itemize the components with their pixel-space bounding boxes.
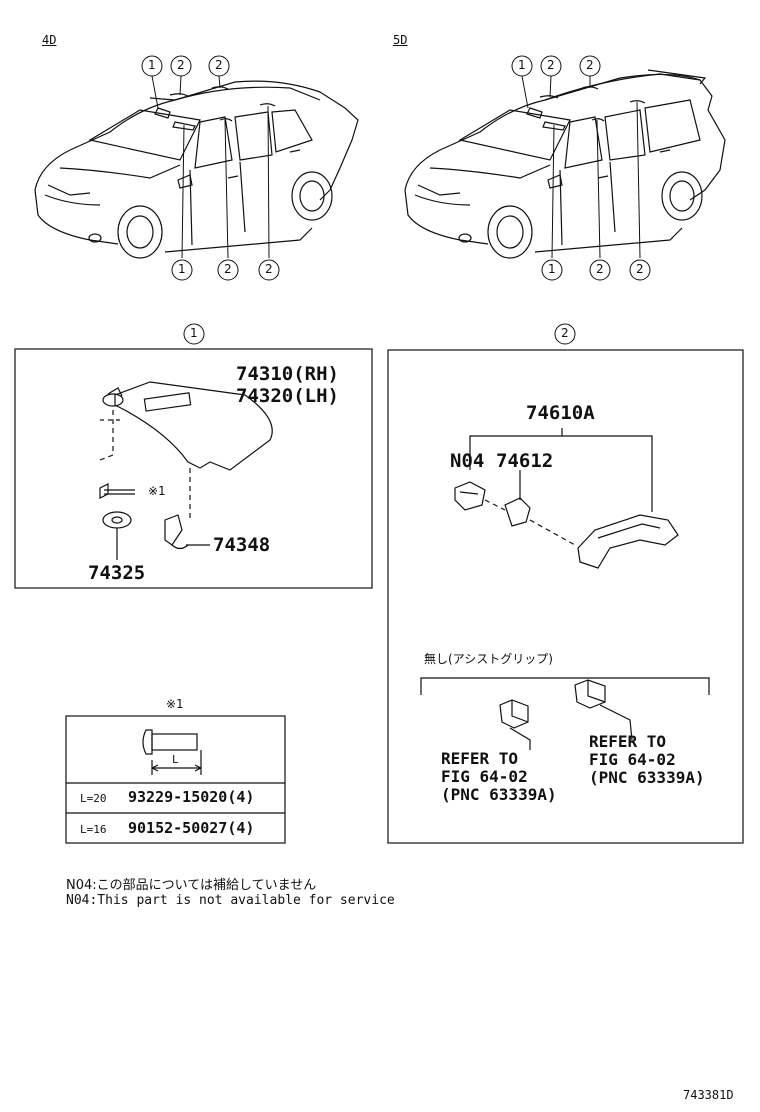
part-number-74310-rh: 74310(RH) bbox=[236, 363, 339, 385]
screw-length-l16: L=16 bbox=[80, 823, 107, 836]
callout-1: 1 bbox=[518, 58, 526, 72]
callout-2: 2 bbox=[224, 262, 232, 276]
sun-visor-illustration bbox=[99, 381, 273, 560]
figure-code: 743381D bbox=[683, 1088, 734, 1102]
refer-line: REFER TO bbox=[441, 749, 519, 768]
screw-reference-mark: ※1 bbox=[148, 484, 166, 498]
part-number-74348: 74348 bbox=[213, 534, 271, 556]
wagon-leader-lines bbox=[521, 75, 641, 259]
part-number-90152-50027: 90152-50027(4) bbox=[128, 819, 255, 837]
refer-line: FIG 64-02 bbox=[441, 767, 528, 786]
callout-1: 1 bbox=[548, 262, 556, 276]
part-number-74612: 74612 bbox=[496, 450, 554, 472]
assist-grip-panel bbox=[387, 349, 744, 844]
refer-line: FIG 64-02 bbox=[589, 750, 676, 769]
footnote-japanese: N04:この部品については補給していません bbox=[66, 878, 317, 893]
footnote-english: N04:This part is not available for servi… bbox=[66, 893, 395, 908]
panel-2-callout: 2 bbox=[561, 326, 569, 340]
refer-note-right: REFER TO FIG 64-02 (PNC 63339A) bbox=[589, 733, 705, 787]
part-number-74325: 74325 bbox=[88, 562, 146, 584]
refer-line: (PNC 63339A) bbox=[589, 768, 705, 787]
refer-line: (PNC 63339A) bbox=[441, 785, 557, 804]
assist-grip-illustration bbox=[420, 428, 710, 750]
part-number-93229-15020: 93229-15020(4) bbox=[128, 788, 255, 806]
callout-1: 1 bbox=[148, 58, 156, 72]
callout-2: 2 bbox=[177, 58, 185, 72]
without-assist-grip-label: 無し(アシストグリップ) bbox=[424, 652, 553, 666]
sedan-car-illustration bbox=[34, 80, 359, 259]
callout-2: 2 bbox=[586, 58, 594, 72]
callout-circles bbox=[141, 55, 651, 345]
wagon-car-illustration bbox=[404, 69, 726, 259]
screw-table-frame bbox=[65, 715, 286, 844]
note-code-n04: N04 bbox=[450, 450, 485, 472]
refer-line: REFER TO bbox=[589, 732, 667, 751]
part-number-74610a: 74610A bbox=[526, 402, 595, 424]
panel-1-callout: 1 bbox=[190, 326, 198, 340]
sun-visor-panel bbox=[14, 348, 373, 589]
callout-2: 2 bbox=[636, 262, 644, 276]
callout-2: 2 bbox=[215, 58, 223, 72]
refer-note-left: REFER TO FIG 64-02 (PNC 63339A) bbox=[441, 750, 557, 804]
sedan-leader-lines bbox=[151, 75, 270, 259]
screw-length-dimension: L bbox=[172, 753, 179, 766]
screw-table-title: ※1 bbox=[166, 697, 184, 711]
callout-1: 1 bbox=[178, 262, 186, 276]
callout-2: 2 bbox=[547, 58, 555, 72]
callout-2: 2 bbox=[265, 262, 273, 276]
screw-length-l20: L=20 bbox=[80, 792, 107, 805]
callout-2: 2 bbox=[596, 262, 604, 276]
part-number-74320-lh: 74320(LH) bbox=[236, 385, 339, 407]
wagon-variant-label: 5D bbox=[393, 33, 408, 47]
sedan-variant-label: 4D bbox=[42, 33, 57, 47]
